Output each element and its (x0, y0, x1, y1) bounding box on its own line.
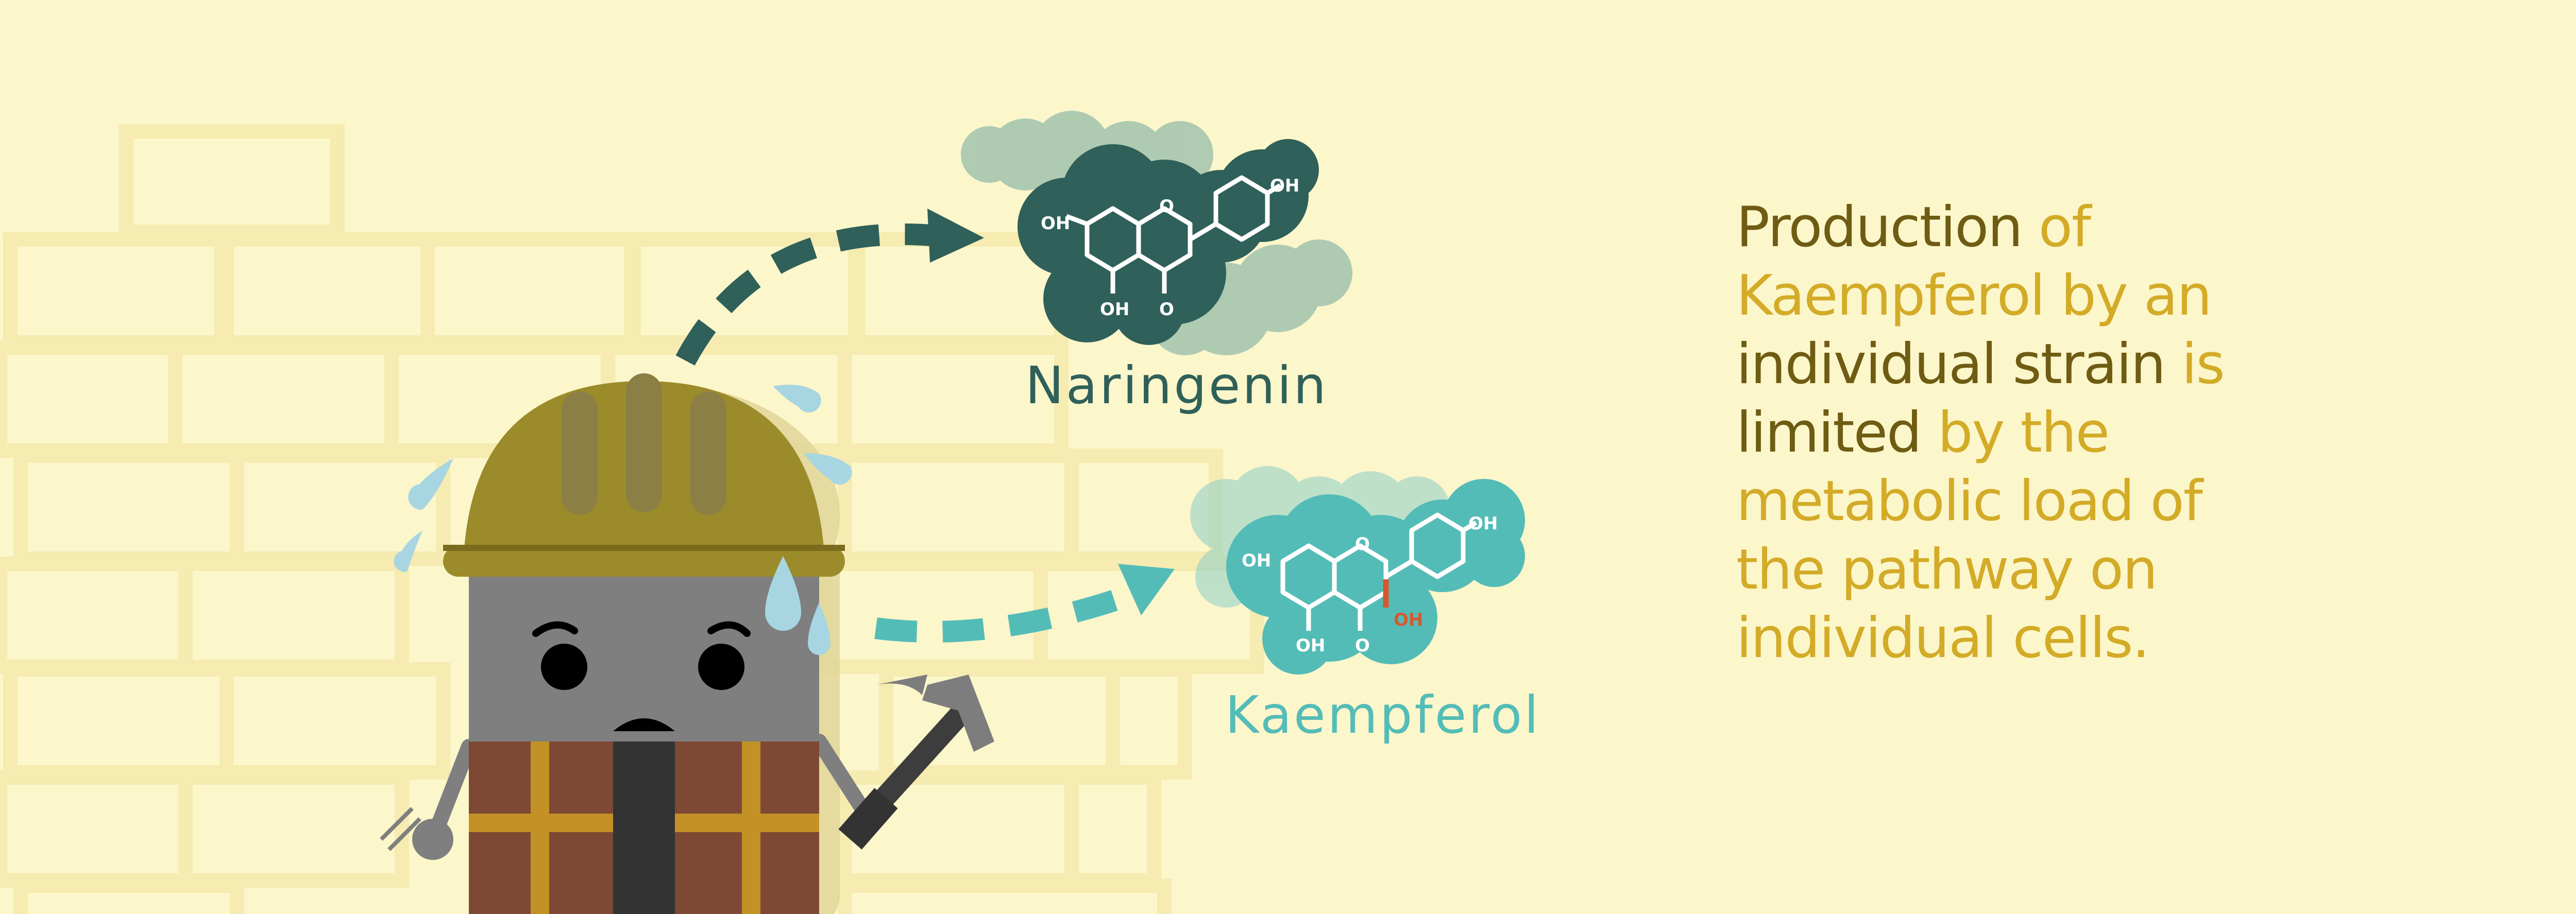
caption-line-4-rest: by the (1921, 401, 2109, 465)
caption-line-5: metabolic load of (1736, 467, 2458, 536)
caption-line-3-emphasis: individual strain (1736, 332, 2165, 396)
naringenin-label: Naringenin (1025, 355, 1328, 416)
naringenin-oh-bottom: OH (1100, 299, 1129, 320)
kaempferol-o-ring: O (1355, 534, 1370, 555)
caption-line-7: individual cells. (1736, 604, 2458, 672)
caption-line-1-emphasis: Production (1736, 195, 2022, 260)
caption-line-3: individual strain is (1736, 330, 2458, 399)
worker-eye-left (541, 644, 587, 690)
caption-text: Production of Kaempferol by an individua… (1736, 193, 2458, 672)
worker-eye-right (698, 644, 744, 690)
caption-line-6-text: the pathway on (1736, 538, 2157, 602)
caption-line-1-rest: of (2022, 195, 2090, 260)
naringenin-oh-right: OH (1270, 176, 1299, 196)
caption-line-5-text: metabolic load of (1736, 469, 2202, 533)
caption-line-7-text: individual cells. (1736, 606, 2149, 670)
naringenin-o-ring: O (1159, 196, 1174, 217)
kaempferol-oh-left: OH (1242, 550, 1271, 571)
caption-line-4: limited by the (1736, 399, 2458, 467)
caption-line-1: Production of (1736, 193, 2458, 262)
kaempferol-oh-highlight: OH (1394, 610, 1423, 630)
safety-vest (469, 741, 819, 914)
caption-line-2: Kaempferol by an (1736, 262, 2458, 330)
naringenin-o-keto: O (1159, 299, 1174, 320)
naringenin-oh-left: OH (1041, 213, 1070, 234)
caption-line-3-rest: is (2165, 332, 2224, 396)
caption-line-4-emphasis: limited (1736, 401, 1921, 465)
kaempferol-o-keto: O (1355, 635, 1370, 656)
caption-line-6: the pathway on (1736, 536, 2458, 604)
kaempferol-label: Kaempferol (1225, 685, 1540, 745)
kaempferol-oh-right: OH (1468, 513, 1498, 534)
caption-line-2-text: Kaempferol by an (1736, 264, 2211, 328)
kaempferol-oh-bottom: OH (1296, 635, 1325, 656)
